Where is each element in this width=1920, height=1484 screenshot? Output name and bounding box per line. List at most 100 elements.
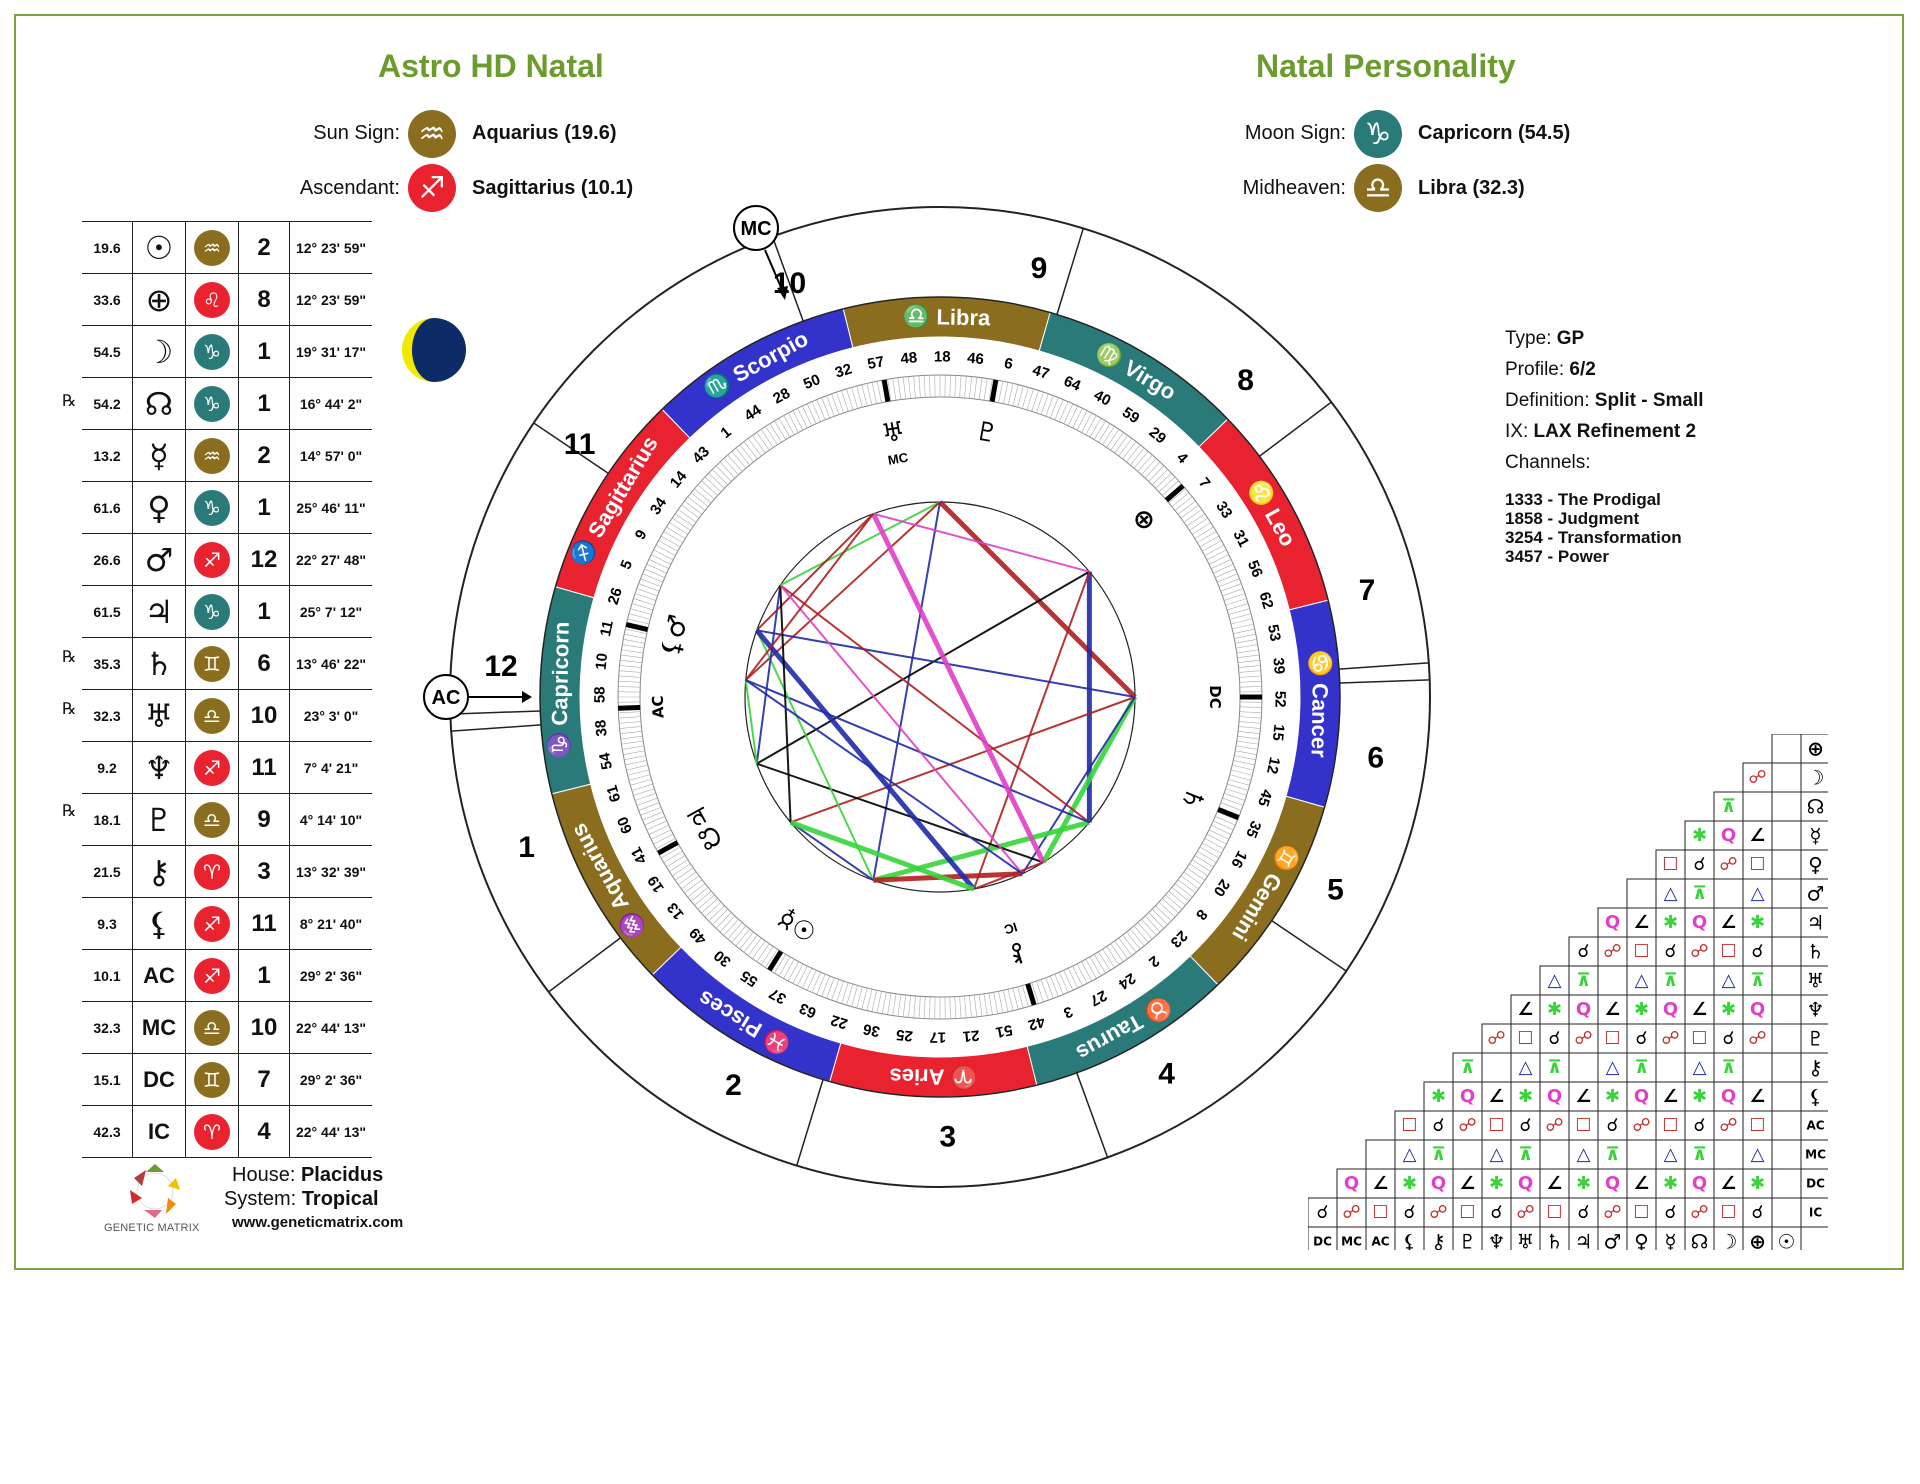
line-tick <box>1003 990 1009 1012</box>
line-tick <box>719 461 736 479</box>
zodiac-sign-icon: ♐ <box>194 957 230 994</box>
line-tick <box>655 544 676 556</box>
line-tick <box>1162 480 1179 496</box>
zodiac-sign-icon: ♊ <box>194 1061 230 1098</box>
aspect-symbol-icon: ☍ <box>1603 1202 1621 1223</box>
line-tick <box>954 375 957 398</box>
aspect-symbol-icon: ∠ <box>1691 999 1707 1020</box>
line-tick <box>712 908 729 925</box>
line-tick <box>1171 492 1190 507</box>
line-tick <box>735 928 750 947</box>
mc-arrowhead <box>777 286 788 300</box>
website-link[interactable]: www.geneticmatrix.com <box>232 1214 404 1231</box>
line-tick <box>1098 951 1111 971</box>
sign-cell: ♐ <box>185 533 239 586</box>
degree-value: 14° 57' 0" <box>289 429 372 482</box>
aspect-symbol-icon: Q <box>1547 1086 1562 1107</box>
line-tick <box>988 379 993 402</box>
gate-number: 50 <box>801 371 823 393</box>
degree-value: 22° 44' 13" <box>289 1105 372 1158</box>
zodiac-sign-icon: ♊ <box>194 645 230 682</box>
aspect-symbol-icon: ☍ <box>1748 767 1766 788</box>
gate-number: 37 <box>766 984 789 1007</box>
line-tick <box>1238 726 1261 729</box>
gate-number: 21 <box>962 1026 980 1044</box>
aspect-cell <box>1394 1139 1425 1170</box>
planet-marker-label: MC <box>887 449 910 467</box>
aspect-symbol-icon: ☐ <box>1633 941 1649 962</box>
aspect-symbol-icon: ☍ <box>1661 1028 1679 1049</box>
aspect-cell <box>1336 1197 1367 1228</box>
line-tick <box>1126 444 1141 463</box>
aspect-symbol-icon: ☍ <box>1574 1028 1592 1049</box>
line-tick <box>826 395 835 417</box>
aspect-symbol-icon: ☐ <box>1720 941 1736 962</box>
aspect-symbol-icon: Q <box>1692 1173 1707 1194</box>
aspect-symbol-icon: ☍ <box>1603 941 1621 962</box>
gate-number: 38 <box>592 719 610 737</box>
aspect-cell <box>1771 820 1802 851</box>
degree-value: 13° 32' 39" <box>289 845 372 898</box>
system-label: System: <box>224 1188 297 1210</box>
aspect-grid: ⊕☍☽⊼☊✱Q∠☿☐☌☍☐♀△⊼△♂Q∠✱Q∠✱♃☌☍☐☌☍☐☌♄△⊼△⊼△⊼♅… <box>1308 734 1828 1250</box>
row-label-cell <box>1800 791 1828 822</box>
sun-sign-label: Sun Sign: <box>313 122 400 144</box>
aspect-cell <box>1684 1052 1715 1083</box>
line-tick <box>1118 937 1133 956</box>
line-tick <box>1102 426 1115 446</box>
aspect-symbol-icon: ☐ <box>1372 1202 1388 1223</box>
line-tick <box>826 977 835 999</box>
line-tick <box>846 983 854 1006</box>
aspect-symbol-icon: ☍ <box>1690 941 1708 962</box>
row-label-cell <box>1800 1081 1828 1112</box>
line-tick <box>918 996 921 1019</box>
aspect-symbol-icon: Q <box>1721 825 1736 846</box>
aspect-line <box>872 819 1091 883</box>
aspect-symbol-icon: ☌ <box>1432 1115 1444 1136</box>
house-number: 3 <box>939 1120 956 1153</box>
aspect-cell <box>1365 1139 1396 1170</box>
aspect-symbol-icon: △ <box>1751 883 1765 904</box>
col-label-icon: ⚷ <box>1431 1230 1446 1251</box>
line-tick <box>1204 838 1225 850</box>
house-cusp <box>1271 920 1347 972</box>
line-tick <box>1232 764 1254 771</box>
sign-cell: ♒ <box>185 221 239 274</box>
gate-number: 39 <box>1269 657 1287 675</box>
retrograde-icon: ℞ <box>62 801 77 821</box>
line-tick <box>988 992 993 1015</box>
gate-number: 25 <box>895 1026 913 1045</box>
line-tick <box>1239 680 1262 683</box>
line-tick <box>882 992 887 1014</box>
aspect-cell <box>1742 1110 1773 1141</box>
col-label-icon: ☊ <box>1691 1230 1709 1251</box>
aspect-symbol-icon: ☍ <box>1516 1202 1534 1223</box>
line-tick <box>1049 975 1059 997</box>
aspect-cell <box>1626 1139 1657 1170</box>
aspect-line <box>755 629 875 881</box>
gate-number: 17 <box>929 1028 946 1045</box>
line-tick <box>631 603 654 611</box>
line-tick <box>618 680 641 683</box>
aspect-symbol-icon: ☌ <box>1751 1202 1763 1223</box>
line-tick <box>1220 583 1242 592</box>
house-number: 4 <box>238 1105 290 1158</box>
house-number: 11 <box>238 741 290 794</box>
line-tick <box>1168 890 1186 906</box>
aspect-symbol-icon: ✱ <box>1605 1086 1620 1107</box>
aspect-line <box>754 628 976 891</box>
line-tick <box>1235 639 1257 644</box>
line-tick <box>642 573 663 583</box>
line-tick <box>1012 384 1019 407</box>
planet-gate-marker <box>881 379 891 402</box>
aspect-cell <box>1655 1052 1686 1083</box>
row-label-icon: ☿ <box>1809 824 1821 848</box>
line-tick <box>1228 779 1250 786</box>
line-tick <box>1072 965 1083 986</box>
sign-cell: ♒ <box>185 429 239 482</box>
retrograde-icon: ℞ <box>62 698 77 718</box>
planet-gate-marker <box>1025 983 1037 1006</box>
